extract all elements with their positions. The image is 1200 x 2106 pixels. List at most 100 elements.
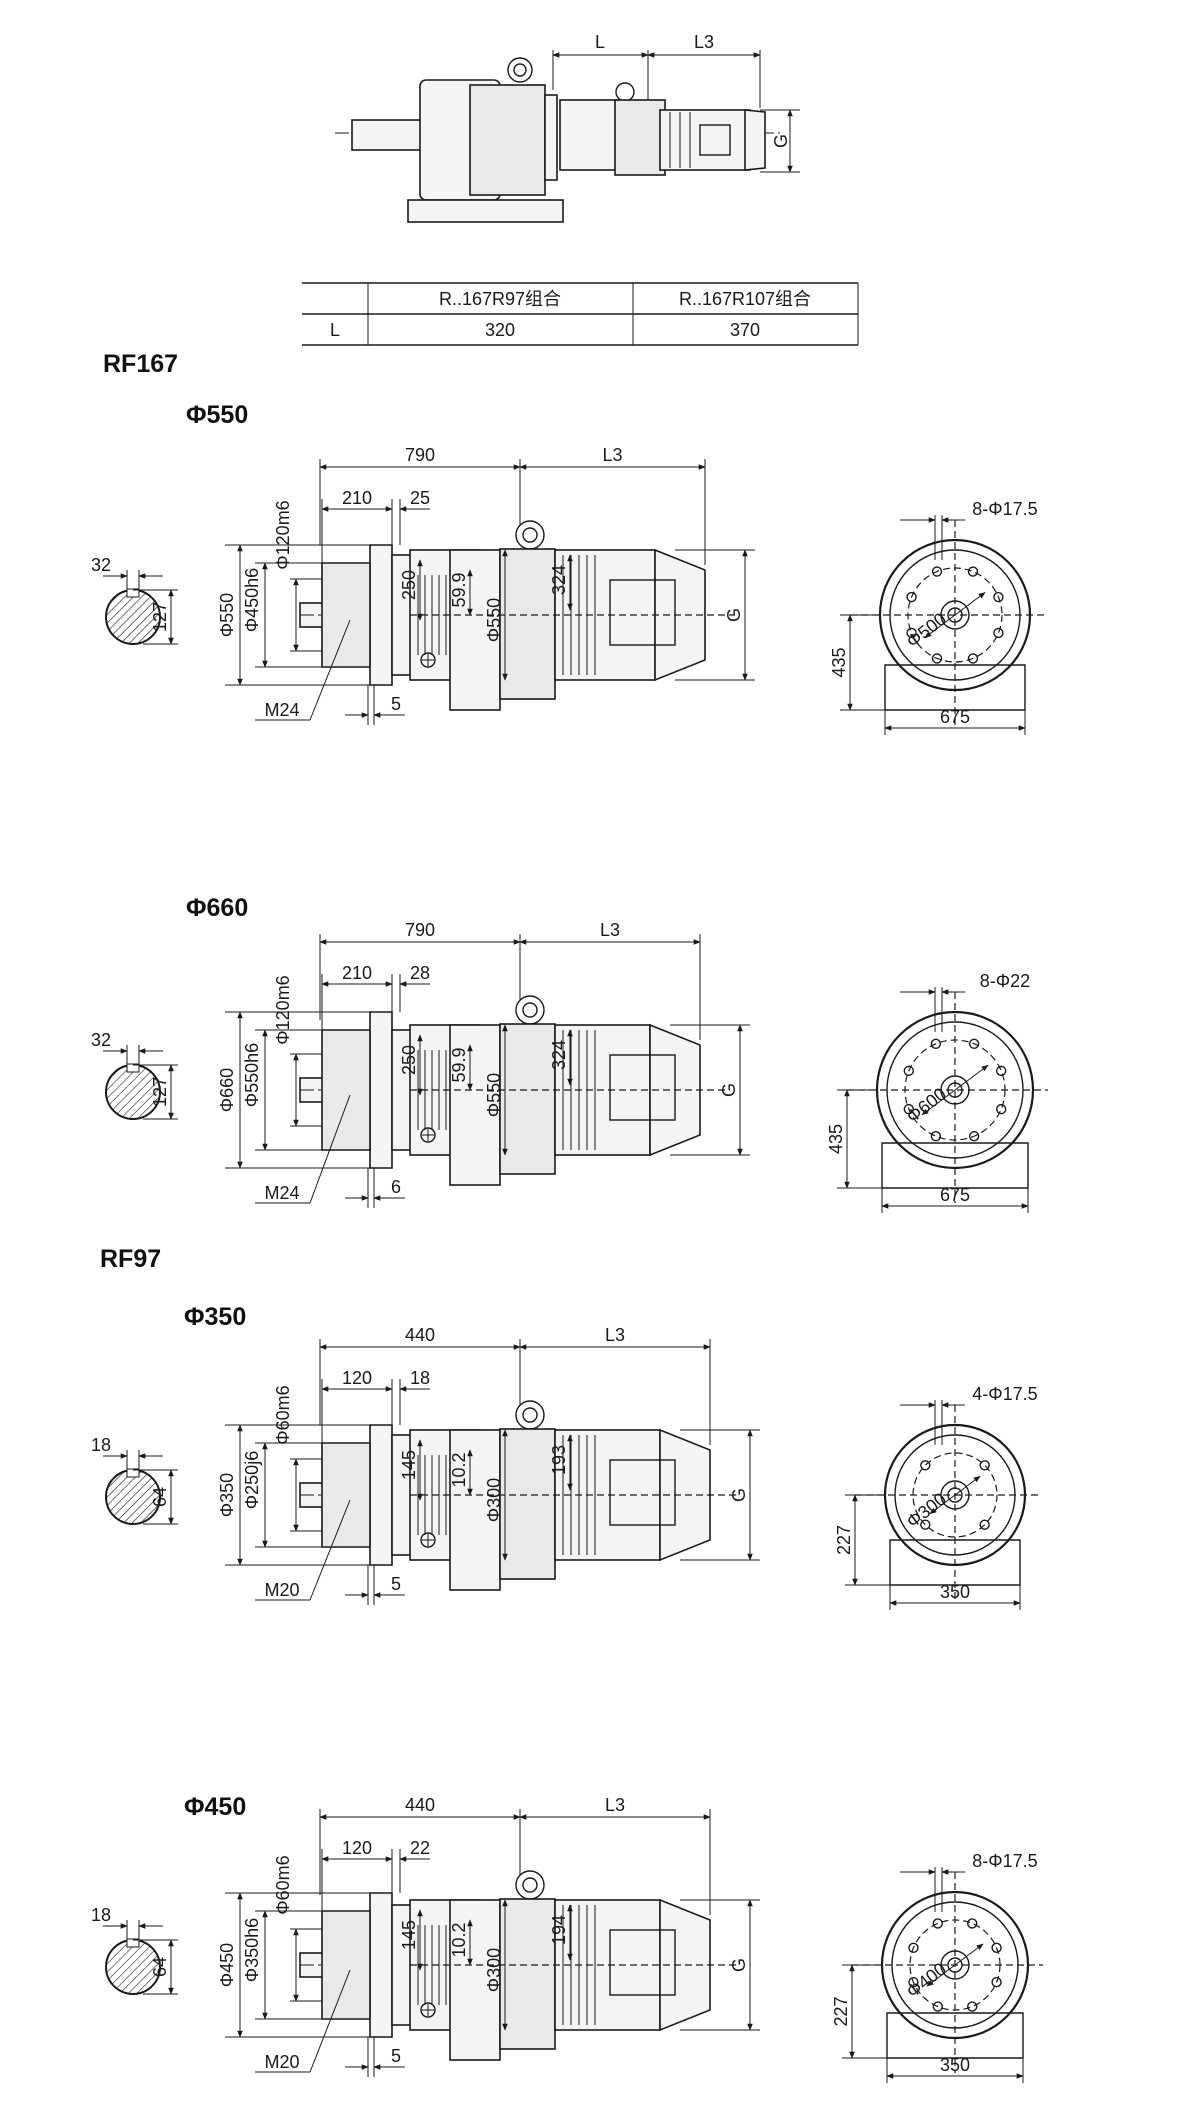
bolt-hole	[906, 591, 917, 603]
dim-motor-height: 324	[549, 1040, 569, 1070]
dim-flange-thickness: 18	[410, 1368, 430, 1388]
dim-bolt-holes: 8-Φ17.5	[972, 499, 1037, 519]
oil-plug-icon	[420, 2002, 436, 2018]
dim-motor-height: 194	[549, 1915, 569, 1945]
dim-bolt-holes: 4-Φ17.5	[972, 1384, 1037, 1404]
dim-offset: 10.2	[449, 1922, 469, 1957]
terminal-box	[609, 1054, 676, 1121]
dim-L3: L3	[605, 1795, 625, 1815]
end-view-pcd	[909, 1919, 1001, 2011]
dim-overall-length: 440	[405, 1325, 435, 1345]
bolt-hole	[967, 566, 979, 577]
flange-pilot	[321, 1910, 371, 2020]
dim-L3: L3	[694, 32, 714, 52]
dim-flange-offset: 6	[391, 1177, 401, 1197]
table-cell-r97: 320	[485, 320, 515, 340]
dim-shaft-key: 32	[91, 555, 111, 575]
dim-shaft-key: 32	[91, 1030, 111, 1050]
dim-flange-thickness: 28	[410, 963, 430, 983]
bolt-hole	[930, 1038, 942, 1050]
flange-pilot	[321, 1442, 371, 1548]
dim-pilot-diameter: Φ550h6	[242, 1043, 262, 1107]
pcd-leader	[926, 1943, 984, 1987]
oil-plug-icon	[420, 652, 436, 668]
lifting-eye-icon	[515, 520, 545, 550]
dim-shaft-length: 210	[342, 488, 372, 508]
terminal-box	[609, 1929, 676, 1996]
dim-pilot-diameter: Φ450h6	[242, 568, 262, 632]
dim-housing-height: 250	[399, 1045, 419, 1075]
second-stage	[499, 1428, 556, 1580]
top-overview-drawing: L L3 G	[335, 32, 800, 223]
pcd-leader	[924, 592, 986, 638]
output-flange	[369, 544, 393, 686]
dim-flange-thickness: 25	[410, 488, 430, 508]
dim-thread: M24	[264, 700, 299, 720]
dim-flange-offset: 5	[391, 1574, 401, 1594]
bolt-hole	[993, 627, 1004, 639]
dim-shaft-diameter: Φ120m6	[273, 500, 293, 569]
table-header-r97: R..167R97组合	[439, 289, 561, 309]
bolt-hole	[995, 1065, 1007, 1077]
bolt-hole	[920, 1460, 931, 1471]
dim-base-width: 350	[940, 1582, 970, 1602]
dim-flange-diameter: Φ550	[217, 593, 237, 637]
dim-L3: L3	[602, 445, 622, 465]
flange-heading-660: Φ660	[186, 894, 248, 922]
flange-pilot	[321, 1029, 371, 1151]
table-cell-r107: 370	[730, 320, 760, 340]
dim-shaft-key: 18	[91, 1905, 111, 1925]
bolt-hole	[903, 1065, 915, 1077]
bolt-hole	[967, 1918, 978, 1929]
dim-thread: M20	[264, 1580, 299, 1600]
flange-pilot	[321, 562, 371, 668]
dim-L: L	[595, 32, 605, 52]
shaft-keyway	[126, 1063, 140, 1073]
model-heading-rf97: RF97	[100, 1245, 161, 1273]
dim-housing-height: 145	[399, 1450, 419, 1480]
second-stage	[499, 1898, 556, 2050]
bolt-hole	[932, 1918, 943, 1929]
dim-overall-length: 440	[405, 1795, 435, 1815]
dim-G: G	[729, 1488, 749, 1502]
dim-center-height: 435	[829, 647, 849, 677]
bolt-hole	[930, 1130, 942, 1142]
dim-motor-height: 193	[549, 1445, 569, 1475]
dim-thread: M20	[264, 2052, 299, 2072]
dim-shaft-length: 210	[342, 963, 372, 983]
end-view-pcd	[907, 567, 1003, 663]
bolt-hole	[931, 566, 943, 577]
bolt-hole	[967, 653, 979, 664]
dim-housing-diameter: Φ550	[484, 598, 504, 642]
dim-flange-diameter: Φ350	[217, 1473, 237, 1517]
dim-housing-height: 145	[399, 1920, 419, 1950]
model-heading-rf167: RF167	[103, 350, 178, 378]
dim-housing-diameter: Φ550	[484, 1073, 504, 1117]
dim-shaft-diameter: Φ60m6	[273, 1385, 293, 1444]
combination-table: R..167R97组合 R..167R107组合 L 320 370	[302, 282, 859, 346]
shaft-keyway	[126, 1468, 140, 1478]
bolt-hole	[995, 1103, 1007, 1115]
dim-base-width: 350	[940, 2055, 970, 2075]
dim-housing-height: 250	[399, 570, 419, 600]
pcd-leader	[929, 1475, 981, 1515]
flange-heading-350: Φ350	[184, 1303, 246, 1331]
lifting-eye-icon	[515, 1870, 545, 1900]
dim-center-height: 227	[831, 1996, 851, 2026]
bolt-hole	[906, 627, 917, 639]
dim-flange-diameter: Φ450	[217, 1943, 237, 1987]
table-header-r107: R..167R107组合	[679, 289, 811, 309]
output-flange	[369, 1892, 393, 2038]
bolt-hole	[968, 1130, 980, 1142]
end-view-pcd	[904, 1039, 1006, 1141]
dim-offset: 10.2	[449, 1452, 469, 1487]
bolt-hole	[967, 2001, 978, 2012]
dim-shaft-height: 64	[150, 1957, 170, 1977]
bolt-hole	[908, 1942, 919, 1953]
dim-overall-length: 790	[405, 920, 435, 940]
